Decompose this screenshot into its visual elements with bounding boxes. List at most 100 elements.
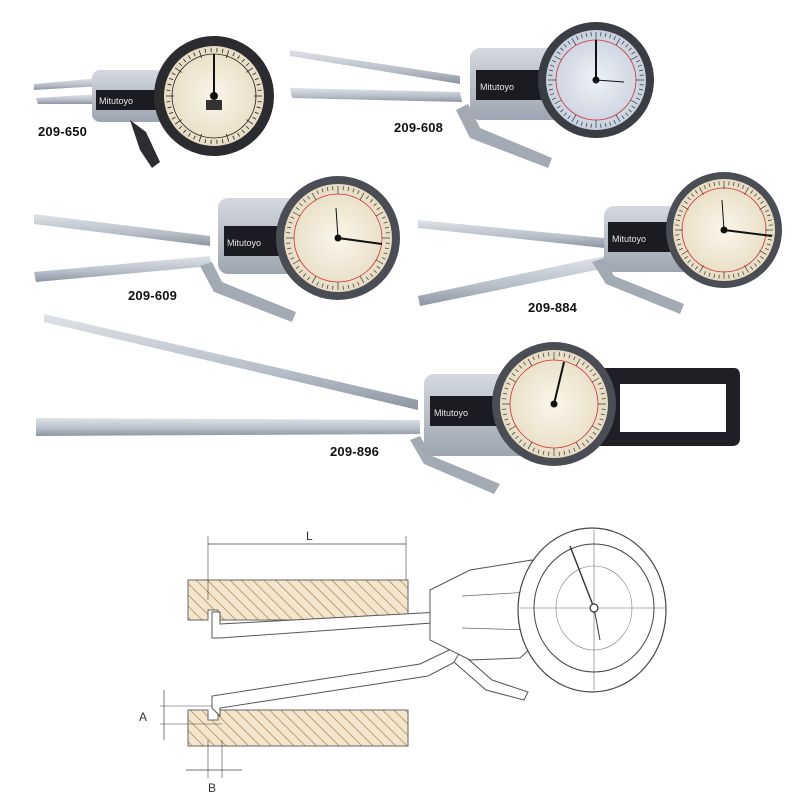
dial-tick: [183, 129, 187, 134]
dial-tick: [550, 64, 555, 67]
dial-tick: [681, 250, 689, 255]
dial-tick: [764, 209, 769, 213]
dial-tick: [600, 413, 605, 416]
dial-tick: [523, 361, 527, 366]
dial-tick: [359, 192, 365, 201]
dial-tick: [679, 247, 684, 251]
dial-tick: [589, 368, 593, 373]
dial-tick: [576, 36, 579, 40]
dial-tick: [257, 101, 262, 103]
dial-tick: [518, 365, 523, 369]
dial-tick: [630, 99, 638, 105]
dial-tick: [637, 93, 642, 96]
model-label-209-608: 209-608: [394, 120, 444, 135]
dial-tick: [302, 273, 307, 277]
dial-tick: [204, 48, 207, 53]
dial-tick: [198, 50, 203, 59]
dial-tick: [193, 52, 196, 57]
dial-tick: [375, 259, 384, 265]
dial-tick: [167, 106, 172, 109]
dial-tick: [556, 105, 561, 109]
dial-tick: [504, 387, 509, 390]
brand-text: Mitutoyo: [612, 234, 646, 244]
dial-tick: [554, 55, 562, 61]
dial-tick: [636, 60, 640, 63]
dial-tick: [178, 125, 183, 130]
dial-tick: [733, 181, 735, 187]
dial-tick: [527, 358, 533, 367]
jaw-upper: [290, 50, 460, 84]
dial-tick: [515, 368, 519, 373]
dial-tick: [563, 44, 567, 48]
dial-tick: [183, 58, 187, 63]
dial-tick: [690, 263, 695, 267]
dial-tick: [375, 211, 384, 217]
dial-tick: [625, 112, 629, 116]
dial-ticks: [166, 48, 262, 144]
gauge-209-650: Mitutoyo: [34, 36, 274, 168]
dial-tick: [246, 119, 254, 125]
dial-tick: [225, 50, 230, 59]
brand-text: Mitutoyo: [99, 96, 133, 106]
dial-tick: [744, 187, 749, 195]
model-label-209-884: 209-884: [528, 300, 578, 315]
dial-tick: [241, 129, 245, 134]
dial-needle: [337, 237, 383, 245]
dial-tick: [567, 40, 571, 45]
dial-tick: [166, 89, 171, 91]
dial-tick: [637, 64, 642, 67]
dial-tick: [254, 111, 259, 115]
dial-tick: [636, 97, 640, 100]
dial-tick: [359, 275, 365, 284]
dial-tick: [694, 266, 698, 270]
jaw-upper: [418, 220, 604, 248]
dial-tick: [581, 442, 585, 447]
dial-tick: [684, 200, 688, 204]
dial-tick: [630, 55, 638, 61]
model-label-209-650: 209-650: [38, 124, 88, 139]
dial-tick: [767, 239, 773, 241]
brand-text: Mitutoyo: [434, 408, 468, 418]
dial-tick: [554, 99, 562, 105]
dial-tick: [288, 252, 293, 255]
dial-tick: [744, 265, 749, 273]
dial-tick: [352, 283, 355, 288]
dial-tick: [764, 247, 769, 251]
dial-tick: [169, 111, 174, 115]
dial-tick: [347, 284, 350, 289]
dial-tick: [585, 439, 590, 443]
dial-tick: [383, 221, 388, 224]
dial-tick: [597, 382, 602, 385]
dial-tick: [708, 183, 711, 188]
dial-tick: [679, 209, 684, 213]
dial-tick: [187, 132, 191, 137]
dial-tick: [537, 354, 540, 359]
dial-tick: [365, 195, 369, 200]
dial-tick: [352, 188, 355, 193]
brand-plate: [430, 396, 502, 426]
brand-plate: [96, 90, 156, 110]
dial-tick: [237, 132, 241, 137]
gauge-209-608: Mitutoyo: [290, 22, 654, 168]
dial-tick: [257, 89, 262, 91]
dial-tick: [511, 373, 516, 377]
dial-tick: [621, 40, 625, 45]
dial-tick: [548, 69, 554, 72]
gauge-209-609: Mitutoyo: [34, 176, 400, 322]
measurement-diagram: L A B: [139, 527, 667, 795]
dial-tick: [750, 266, 754, 270]
dial-tick: [760, 256, 764, 260]
dial-tick: [677, 243, 682, 246]
dial-tick: [316, 281, 319, 286]
dial-tick: [597, 423, 602, 426]
dial-tick: [599, 418, 604, 421]
dial-tick: [615, 38, 621, 46]
dial-tick: [713, 273, 715, 279]
dial-tick: [508, 377, 517, 383]
dial-tick: [760, 200, 764, 204]
dial-tick: [245, 62, 250, 67]
dial-tick: [548, 88, 554, 91]
dial-tick: [568, 449, 571, 454]
dial-tick: [615, 114, 621, 122]
dial-tick: [552, 60, 556, 63]
